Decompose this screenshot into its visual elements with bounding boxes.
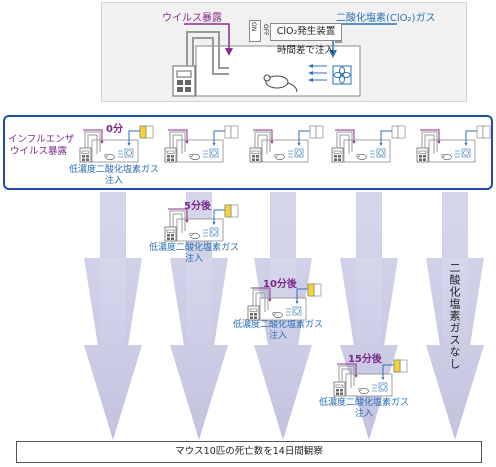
time-10-label: 10分後 bbox=[263, 279, 297, 290]
low-concentration-caption-15: 低濃度二酸化塩素ガス 注入 bbox=[318, 398, 409, 419]
apparatus-icon-0 bbox=[80, 126, 153, 162]
experiment-illustration bbox=[172, 23, 397, 97]
arrow-column-0 bbox=[84, 192, 142, 440]
time-5-label: 5分後 bbox=[184, 201, 211, 212]
switch-off-label: OFF bbox=[262, 24, 269, 36]
time-0-label: 0分 bbox=[106, 124, 123, 135]
low-concentration-caption-0: 低濃度二酸化塩素ガス 注入 bbox=[68, 165, 159, 186]
apparatus-icon-15 bbox=[334, 360, 407, 396]
apparatus-icon-row-15 bbox=[331, 125, 406, 163]
clo2-generator-box: ClO₂発生装置 bbox=[270, 23, 342, 41]
low-concentration-caption-5: 低濃度二酸化塩素ガス 注入 bbox=[148, 243, 239, 264]
no-chlorine-dioxide-label: 二酸化塩素ガスなし bbox=[448, 262, 461, 370]
apparatus-icon-10 bbox=[248, 284, 321, 320]
low-concentration-caption-10: 低濃度二酸化塩素ガス 注入 bbox=[232, 320, 323, 341]
influenza-exposure-label: インフルエンザ ウイルス暴露 bbox=[8, 134, 75, 157]
apparatus-icon-row-none bbox=[416, 125, 491, 163]
mouse-icon bbox=[263, 74, 298, 93]
time-15-label: 15分後 bbox=[348, 354, 382, 365]
observation-box: マウス10匹の死亡数を14日間観察 bbox=[16, 441, 482, 463]
chlorine-dioxide-gas-label: 二酸化塩素(ClO₂)ガス bbox=[336, 13, 436, 24]
arrow-column-5 bbox=[170, 192, 228, 440]
apparatus-icon-5 bbox=[165, 205, 238, 241]
arrow-column-none bbox=[426, 192, 484, 440]
on-off-switch bbox=[249, 20, 261, 42]
virus-exposure-label: ウイルス暴露 bbox=[162, 13, 222, 24]
apparatus-icon-row-10 bbox=[249, 125, 324, 163]
time-lag-label: 時間差で注入 bbox=[277, 45, 335, 56]
fan-icon bbox=[332, 65, 352, 85]
arrow-column-15 bbox=[340, 192, 398, 440]
switch-on-label: ON bbox=[250, 22, 257, 32]
apparatus-icon-row-5 bbox=[164, 125, 239, 163]
